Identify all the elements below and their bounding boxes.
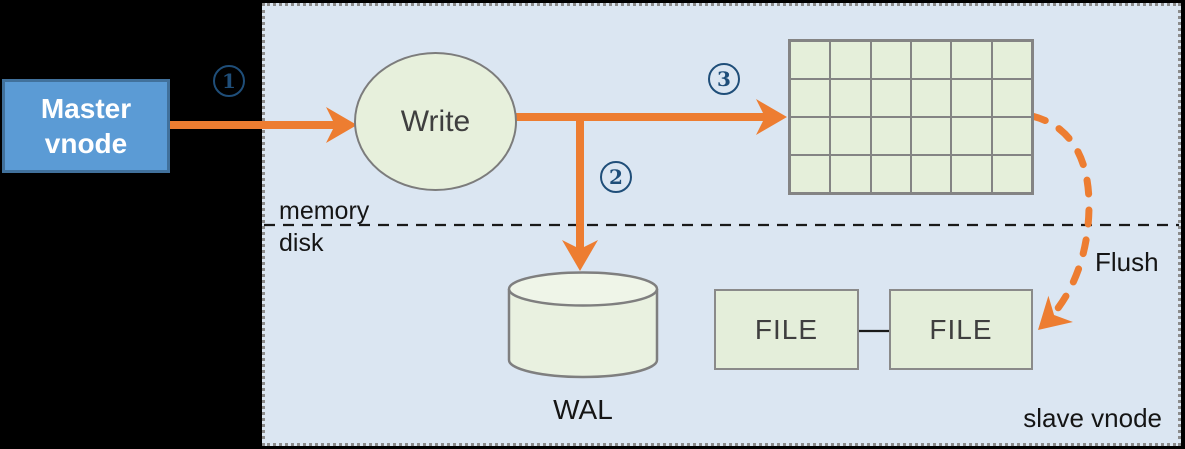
- step-1-number: 1: [222, 69, 236, 93]
- flush-label: Flush: [1095, 247, 1159, 277]
- wal-cylinder: [507, 271, 659, 379]
- memtable-cell: [910, 79, 952, 117]
- memtable-grid: [788, 39, 1034, 195]
- memtable-cell: [910, 155, 952, 193]
- memtable-cell: [991, 79, 1032, 117]
- memtable-cell: [830, 117, 871, 155]
- memtable-cell: [991, 155, 1032, 193]
- slave-vnode-label: slave vnode: [1023, 403, 1162, 433]
- file-2-label: FILE: [929, 313, 993, 345]
- memtable-cell: [870, 79, 911, 117]
- memtable-cell: [870, 41, 911, 79]
- step-2-number: 2: [609, 165, 623, 189]
- write-label: Write: [400, 104, 471, 138]
- memtable-cell: [830, 155, 871, 193]
- file-box-1: FILE: [714, 289, 859, 370]
- memtable-cell: [951, 41, 992, 79]
- step-3-badge: 3: [708, 63, 740, 95]
- memtable-cell: [910, 41, 952, 79]
- memtable-cell: [870, 155, 911, 193]
- memtable-cell: [830, 41, 871, 79]
- memory-label: memory: [279, 197, 370, 225]
- wal-label: WAL: [553, 394, 613, 425]
- step-2-badge: 2: [600, 161, 632, 193]
- memtable-cell: [991, 117, 1032, 155]
- memtable-cell: [951, 117, 992, 155]
- master-vnode-label-line1: Master: [40, 93, 132, 124]
- write-node: Write: [354, 52, 517, 191]
- memtable-cell: [790, 117, 831, 155]
- memtable-cell: [870, 117, 911, 155]
- disk-label: disk: [279, 229, 324, 257]
- memtable-cell: [830, 79, 871, 117]
- master-vnode-node: Master vnode: [2, 79, 170, 173]
- memtable-cell: [790, 41, 831, 79]
- step-3-number: 3: [717, 67, 731, 91]
- memtable-cell: [951, 155, 992, 193]
- step-1-badge: 1: [213, 65, 245, 97]
- memtable-cell: [991, 41, 1032, 79]
- memtable-cell: [910, 117, 952, 155]
- file-box-2: FILE: [889, 289, 1033, 370]
- memtable-cell: [951, 79, 992, 117]
- memtable-cell: [790, 155, 831, 193]
- memtable-cell: [790, 79, 831, 117]
- master-vnode-label-line2: vnode: [44, 128, 128, 159]
- file-1-label: FILE: [754, 313, 819, 345]
